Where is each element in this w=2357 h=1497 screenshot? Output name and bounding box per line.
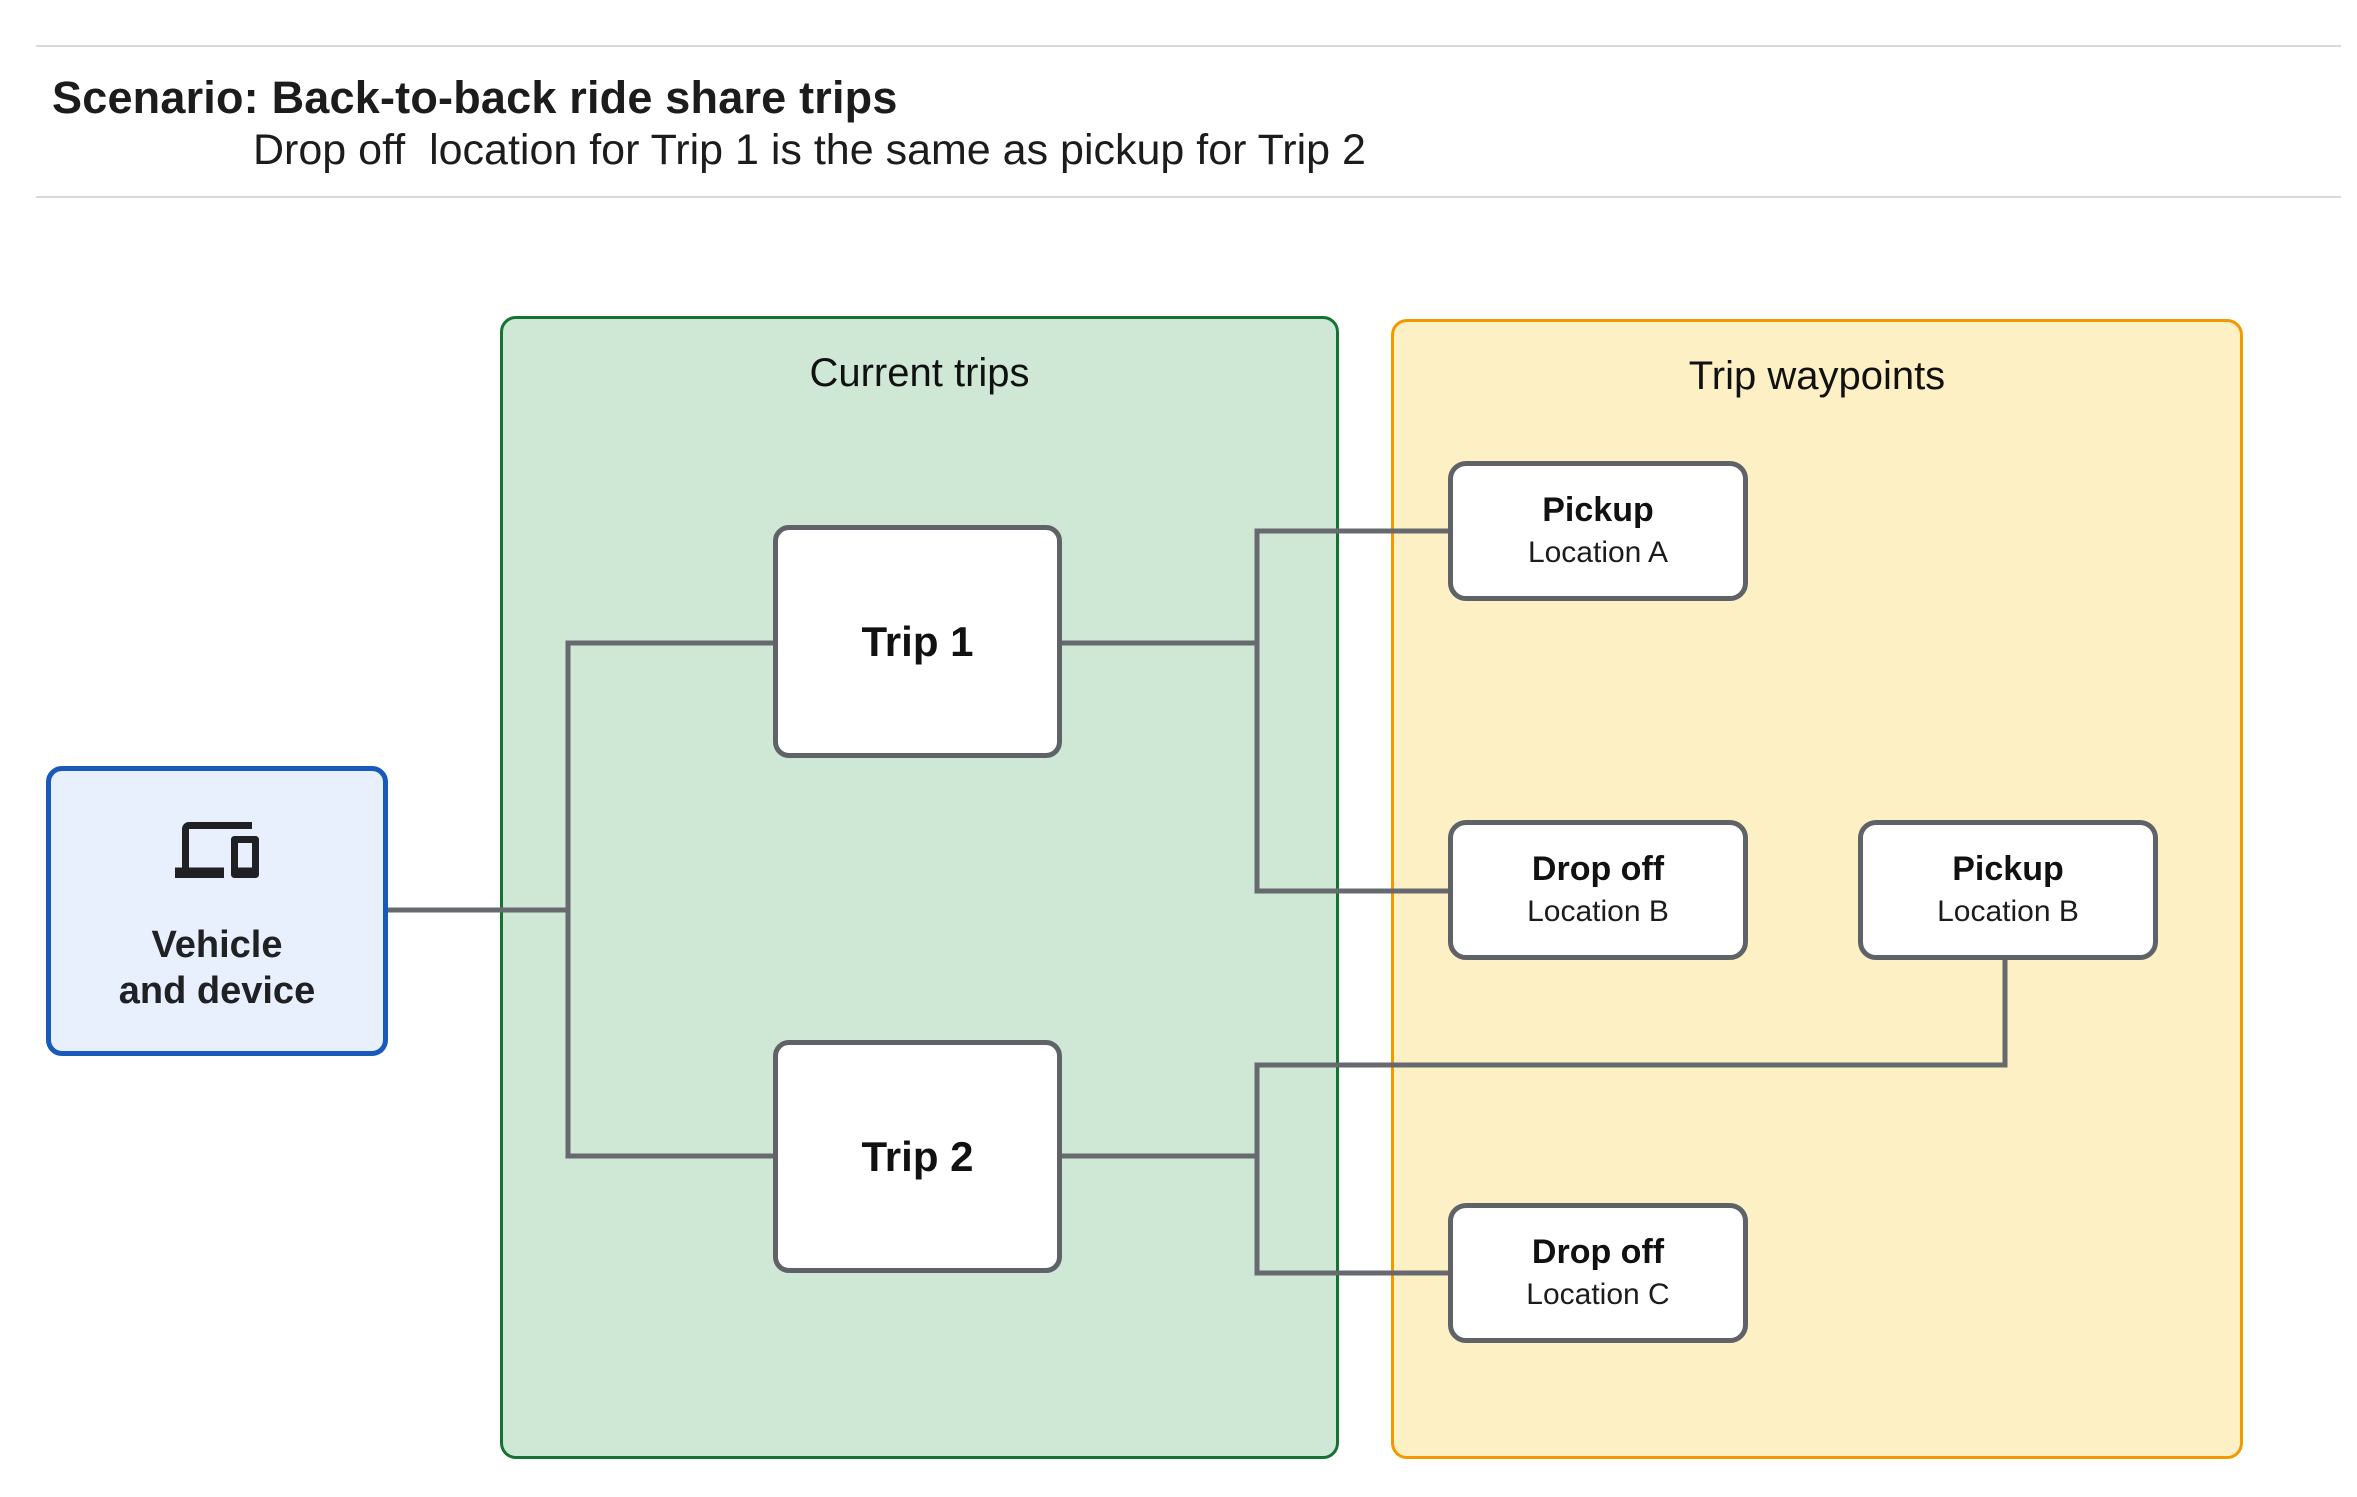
waypoint-subtitle: Location B [1937,894,2079,928]
header-divider [36,196,2341,198]
waypoint-subtitle: Location B [1527,894,1669,928]
waypoint-pickup-location-a: Pickup Location A [1448,461,1748,601]
waypoint-title: Pickup [1952,849,2064,888]
trip-1-node: Trip 1 [773,525,1062,758]
waypoint-subtitle: Location A [1527,535,1669,569]
group-trip-waypoints-label: Trip waypoints [1688,354,1946,398]
group-current-trips-label: Current trips [809,351,1030,395]
page-subtitle: Drop off location for Trip 1 is the same… [253,126,1366,174]
vehicle-and-device-node: Vehicle and device [46,766,388,1056]
edge-vehicle-to-trips [388,640,773,1159]
waypoint-pickup-location-b: Pickup Location B [1858,820,2158,960]
trip-1-label: Trip 1 [861,617,974,665]
waypoint-dropoff-location-c: Drop off Location C [1448,1203,1748,1343]
vehicle-node-label: Vehicle and device [118,923,316,1012]
waypoint-dropoff-location-b: Drop off Location B [1448,820,1748,960]
devices-icon [175,808,259,892]
waypoint-title: Pickup [1542,490,1654,529]
edge-trip2-to-waypoints [1062,958,2008,1276]
trip-2-label: Trip 2 [861,1132,974,1180]
waypoint-subtitle: Location C [1526,1277,1670,1311]
edge-trip1-to-waypoints [1062,528,1448,894]
page-title: Scenario: Back-to-back ride share trips [52,72,898,123]
trip-2-node: Trip 2 [773,1040,1062,1273]
waypoint-title: Drop off [1531,849,1665,888]
waypoint-title: Drop off [1531,1232,1665,1271]
top-divider [36,45,2341,47]
